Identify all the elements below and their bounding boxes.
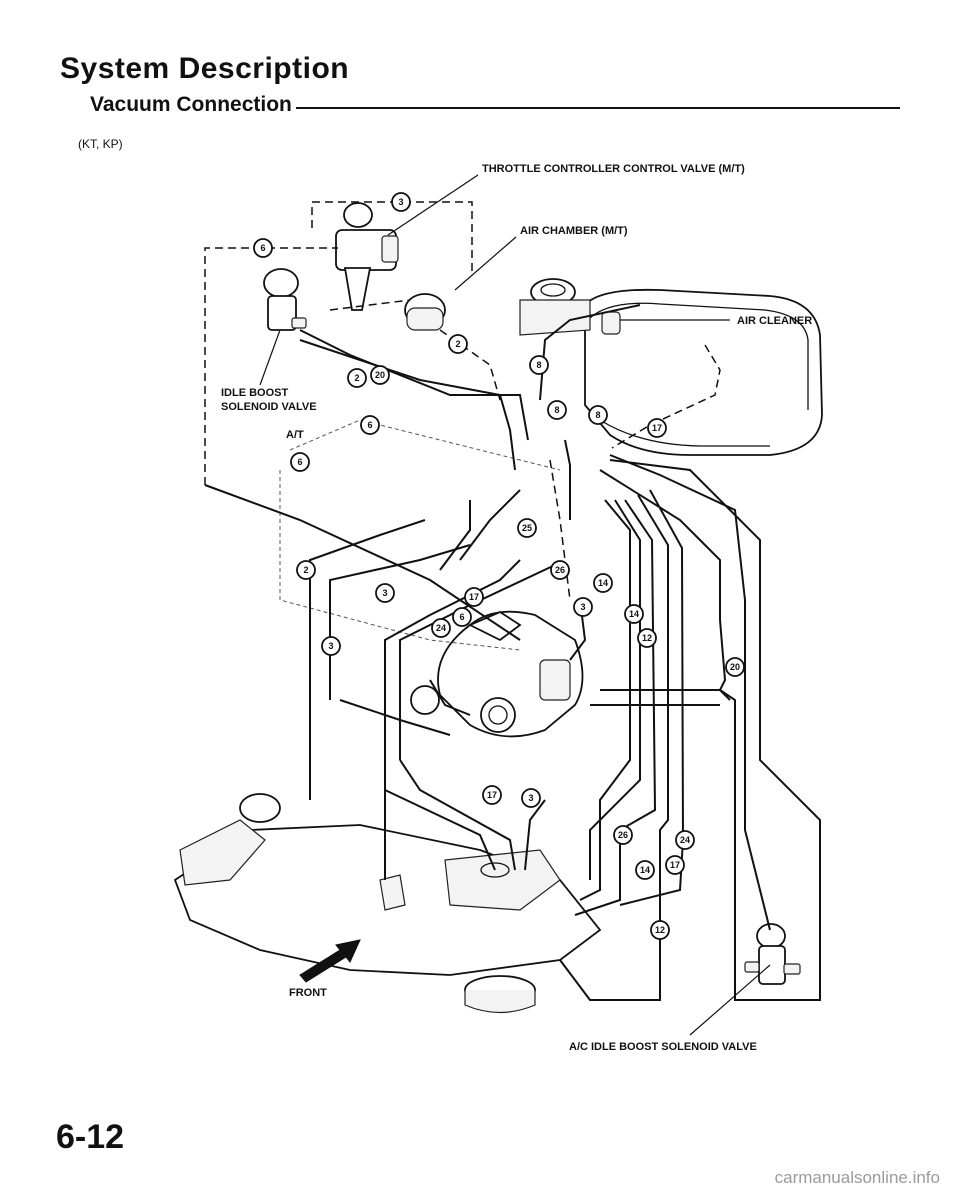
hose-marker: 3 [521, 788, 541, 808]
air-chamber-part [519, 278, 591, 336]
svg-text:8: 8 [595, 410, 600, 420]
hose-marker: 6 [360, 415, 380, 435]
hose-marker: 2 [296, 560, 316, 580]
label-at: A/T [286, 429, 304, 441]
svg-text:14: 14 [598, 578, 608, 588]
svg-text:6: 6 [459, 612, 464, 622]
svg-text:3: 3 [398, 197, 403, 207]
page-title: System Description [60, 52, 350, 85]
hose-marker: 2 [347, 368, 367, 388]
hose-marker: 8 [529, 355, 549, 375]
svg-text:14: 14 [629, 609, 639, 619]
svg-text:17: 17 [670, 860, 680, 870]
label-air-cleaner: AIR CLEANER [737, 315, 812, 327]
leader-lines [259, 174, 771, 1036]
label-idle-boost: IDLE BOOST [221, 387, 289, 399]
front-arrow-icon [299, 939, 361, 983]
hose-marker: 3 [391, 192, 411, 212]
hose-marker: 20 [725, 657, 745, 677]
hose-marker: 17 [482, 785, 502, 805]
svg-text:2: 2 [354, 373, 359, 383]
svg-text:2: 2 [455, 339, 460, 349]
svg-text:6: 6 [297, 457, 302, 467]
label-throttle-controller-valve: THROTTLE CONTROLLER CONTROL VALVE (M/T) [482, 163, 745, 175]
svg-text:14: 14 [640, 865, 650, 875]
hose-marker: 12 [650, 920, 670, 940]
hose-marker: 6 [253, 238, 273, 258]
hose-marker: 6 [452, 607, 472, 627]
model-variant: (KT, KP) [78, 137, 123, 151]
svg-text:8: 8 [536, 360, 541, 370]
label-ac-idle-boost: A/C IDLE BOOST SOLENOID VALVE [569, 1041, 757, 1053]
idle-boost-solenoid-part [263, 268, 307, 331]
heading-rule [290, 107, 900, 109]
svg-text:6: 6 [367, 420, 372, 430]
svg-text:17: 17 [487, 790, 497, 800]
hose-marker: 12 [637, 628, 657, 648]
hose-marker: 26 [613, 825, 633, 845]
throttle-controller-valve-part [335, 202, 399, 311]
svg-text:20: 20 [730, 662, 740, 672]
hose-marker: 14 [624, 604, 644, 624]
page-number: 6-12 [56, 1118, 125, 1156]
hose-marker: 3 [573, 597, 593, 617]
hose-marker: 24 [431, 618, 451, 638]
svg-text:12: 12 [655, 925, 665, 935]
hose-markers: 3 6 2 2 20 8 8 8 17 6 6 25 26 14 2 3 17 … [253, 192, 745, 940]
svg-text:24: 24 [436, 623, 446, 633]
hose-marker: 25 [517, 518, 537, 538]
svg-text:26: 26 [618, 830, 628, 840]
svg-text:25: 25 [522, 523, 532, 533]
label-solenoid-valve: SOLENOID VALVE [221, 401, 317, 413]
hose-marker: 2 [448, 334, 468, 354]
hose-marker: 14 [593, 573, 613, 593]
svg-text:17: 17 [469, 592, 479, 602]
hose-marker: 17 [665, 855, 685, 875]
intake-manifold-part [173, 793, 602, 1014]
ac-idle-boost-solenoid-part [744, 923, 801, 985]
label-air-chamber: AIR CHAMBER (M/T) [520, 225, 628, 237]
air-cleaner-part [584, 288, 823, 456]
section-heading-row: Vacuum Connection [90, 93, 900, 123]
hose-marker: 20 [370, 365, 390, 385]
svg-text:20: 20 [375, 370, 385, 380]
svg-text:3: 3 [580, 602, 585, 612]
hose-marker: 17 [647, 418, 667, 438]
section-subtitle: Vacuum Connection [90, 93, 296, 116]
svg-text:12: 12 [642, 633, 652, 643]
hose-marker: 3 [375, 583, 395, 603]
label-front: FRONT [289, 987, 327, 999]
svg-text:6: 6 [260, 243, 265, 253]
hose-marker: 24 [675, 830, 695, 850]
watermark: carmanualsonline.info [774, 1168, 940, 1187]
hose-marker: 14 [635, 860, 655, 880]
hose-marker: 8 [547, 400, 567, 420]
svg-text:2: 2 [303, 565, 308, 575]
hose-marker: 6 [290, 452, 310, 472]
svg-text:3: 3 [328, 641, 333, 651]
svg-text:17: 17 [652, 423, 662, 433]
svg-text:3: 3 [528, 793, 533, 803]
svg-text:8: 8 [554, 405, 559, 415]
svg-text:3: 3 [382, 588, 387, 598]
carburetor-part [410, 610, 584, 738]
hose-marker: 3 [321, 636, 341, 656]
hose-marker: 26 [550, 560, 570, 580]
hose-marker: 17 [464, 587, 484, 607]
hose-marker: 8 [588, 405, 608, 425]
svg-text:26: 26 [555, 565, 565, 575]
air-chamber-canister [404, 293, 446, 331]
svg-text:24: 24 [680, 835, 690, 845]
